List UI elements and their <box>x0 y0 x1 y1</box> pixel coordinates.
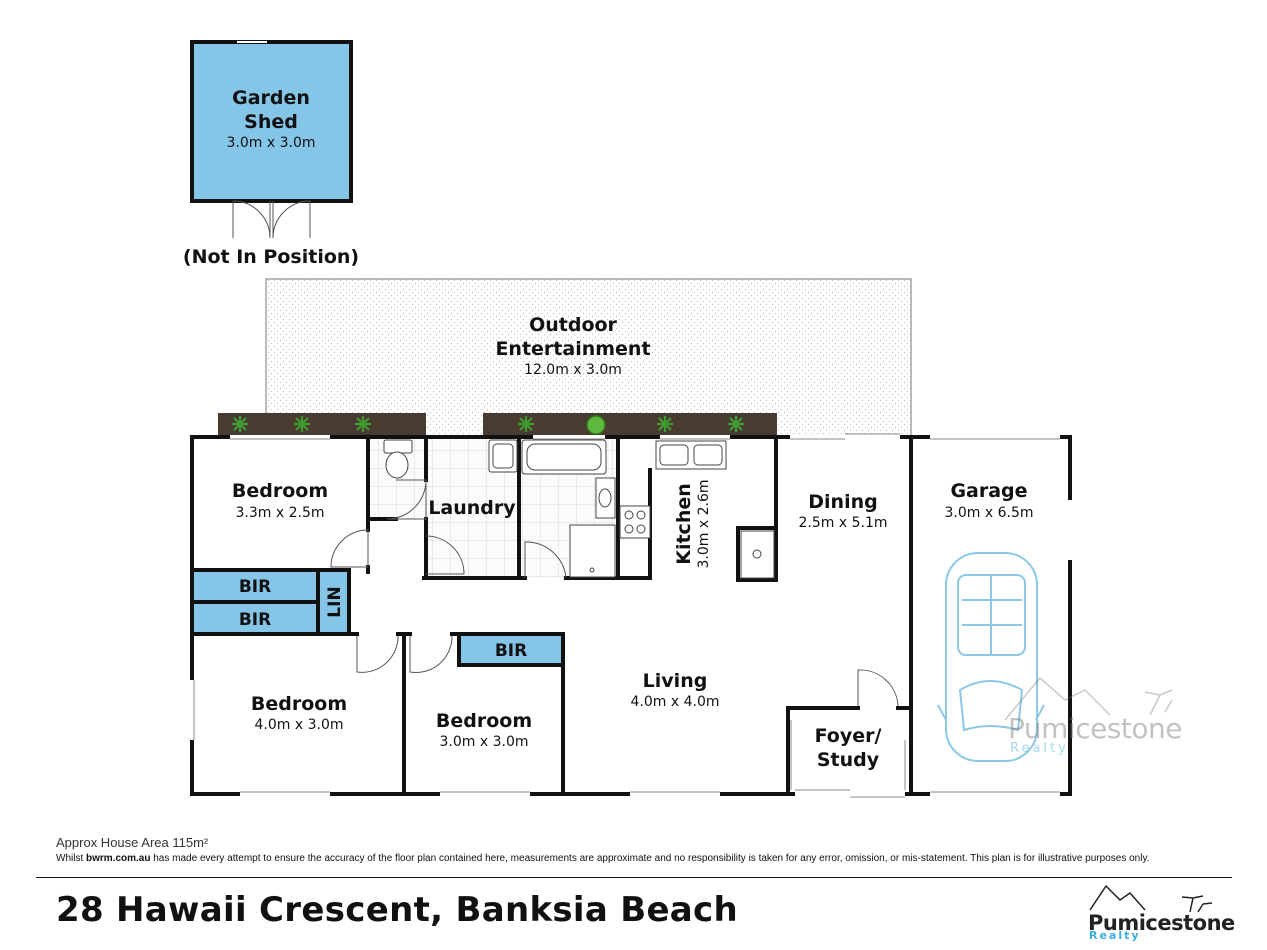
disclaimer-prefix: Whilst <box>56 853 86 864</box>
foyer-label-2: Study <box>817 749 880 771</box>
shed-label-2: Shed <box>244 111 298 133</box>
logo-sub: Realty <box>1089 929 1141 942</box>
garage-label: Garage <box>950 480 1027 502</box>
garage-dims: 3.0m x 6.5m <box>945 505 1034 521</box>
shed-position-note: (Not In Position) <box>183 246 359 268</box>
living-dims: 4.0m x 4.0m <box>631 694 720 710</box>
dining-dims: 2.5m x 5.1m <box>799 515 888 531</box>
outdoor-label-1: Outdoor <box>529 314 617 336</box>
laundry-label: Laundry <box>428 497 516 519</box>
footer-divider <box>36 877 1232 878</box>
disclaimer-rest: has made every attempt to ensure the acc… <box>150 853 1150 864</box>
watermark-sub: Realty <box>1010 741 1069 756</box>
disclaimer-site: bwrm.com.au <box>86 853 151 864</box>
house-area-note: Approx House Area 115m² <box>56 835 209 850</box>
bir-a-label: BIR <box>239 577 271 597</box>
property-address: 28 Hawaii Crescent, Banksia Beach <box>56 890 739 930</box>
logo-mountain-icon <box>1089 884 1213 913</box>
dining-label: Dining <box>808 491 877 513</box>
linen-label: LIN <box>325 586 345 617</box>
watermark-mountain-icon <box>1004 676 1173 721</box>
doors <box>330 479 899 707</box>
car-icon <box>937 552 1045 762</box>
fixtures <box>383 439 775 579</box>
bedroom1-label: Bedroom <box>232 480 328 502</box>
outdoor-dims: 12.0m x 3.0m <box>524 362 622 378</box>
bedroom2-dims: 4.0m x 3.0m <box>255 717 344 733</box>
storage-areas <box>192 570 563 665</box>
bedroom3-dims: 3.0m x 3.0m <box>440 734 529 750</box>
shrub-icon <box>586 415 606 435</box>
kitchen-dims: 3.0m x 2.6m <box>696 480 712 569</box>
bedroom3-label: Bedroom <box>436 710 532 732</box>
watermark-name: Pumicestone <box>1008 712 1182 745</box>
outdoor-label-2: Entertainment <box>495 338 650 360</box>
kitchen-label: Kitchen <box>673 483 695 565</box>
bedroom2-label: Bedroom <box>251 693 347 715</box>
disclaimer: Whilst bwrm.com.au has made every attemp… <box>56 853 1149 864</box>
bedroom1-dims: 3.3m x 2.5m <box>236 505 325 521</box>
garden-shed: Garden Shed 3.0m x 3.0m (Not In Position… <box>183 40 359 268</box>
foyer-label-1: Foyer/ <box>815 725 882 747</box>
logo-name: Pumicestone <box>1088 911 1235 935</box>
bir-c-label: BIR <box>495 641 527 661</box>
bir-b-label: BIR <box>239 610 271 630</box>
planters <box>218 413 777 437</box>
plant-icon <box>232 416 744 432</box>
outdoor-entertainment: Outdoor Entertainment 12.0m x 3.0m <box>265 278 912 439</box>
windows <box>190 433 1072 798</box>
shed-label-1: Garden <box>232 87 310 109</box>
shed-dims: 3.0m x 3.0m <box>227 135 316 151</box>
living-label: Living <box>643 670 708 692</box>
